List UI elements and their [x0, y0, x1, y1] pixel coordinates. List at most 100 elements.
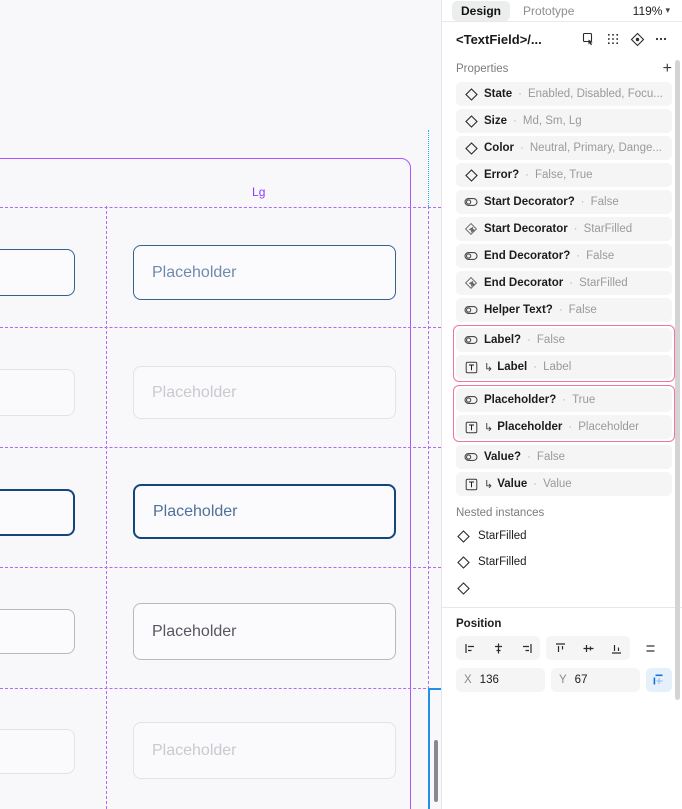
align-top-icon[interactable]	[546, 636, 574, 660]
properties-title: Properties	[456, 63, 509, 75]
variant-icon	[464, 87, 478, 101]
property-row[interactable]: Value?·False	[456, 445, 672, 469]
property-separator: ·	[580, 196, 585, 208]
property-value: False	[590, 196, 619, 208]
variant-divider	[0, 327, 441, 328]
more-options-icon[interactable]	[650, 28, 672, 50]
textfield-enabled[interactable]: Placeholder	[133, 245, 396, 300]
property-separator: ·	[533, 361, 538, 373]
nested-instance-row[interactable]	[442, 575, 682, 601]
property-row[interactable]: Start Decorator·StarFilled	[456, 217, 672, 241]
property-row[interactable]: End Decorator?·False	[456, 244, 672, 268]
align-vertical-center-icon[interactable]	[574, 636, 602, 660]
panel-scrollbar[interactable]	[675, 60, 680, 700]
property-separator: ·	[520, 142, 524, 154]
textfield-partial[interactable]	[0, 369, 75, 416]
canvas-scrollbar[interactable]	[434, 740, 438, 802]
textfield-partial[interactable]	[0, 249, 75, 296]
component-header: <TextField>/...	[442, 22, 682, 56]
property-separator: ·	[569, 277, 574, 289]
variant-divider	[0, 688, 441, 689]
variant-divider	[0, 447, 441, 448]
variant-icon	[464, 114, 478, 128]
component-diamond-icon	[456, 529, 470, 543]
zoom-control[interactable]: 119% ▾	[633, 4, 672, 18]
textfield-partial[interactable]	[0, 489, 75, 536]
variant-frame[interactable]	[0, 158, 411, 809]
variant-size-label: Lg	[252, 185, 266, 199]
property-separator: ·	[558, 304, 563, 316]
textfield-partial[interactable]	[0, 729, 75, 774]
textfield-placeholder-text: Placeholder	[152, 383, 237, 401]
component-name: <TextField>/...	[456, 31, 542, 47]
property-row[interactable]: Placeholder?·True	[456, 388, 672, 412]
position-title: Position	[456, 618, 502, 630]
textfield-disabled[interactable]: Placeholder	[133, 366, 396, 419]
property-separator: ·	[562, 394, 567, 406]
property-name: Value	[497, 478, 528, 490]
property-value: False, True	[535, 169, 593, 181]
boolean-icon	[464, 450, 478, 464]
vertical-align-group	[546, 636, 630, 660]
tab-prototype[interactable]: Prototype	[523, 3, 575, 18]
variant-divider	[428, 206, 429, 809]
property-value: Placeholder	[578, 421, 639, 433]
align-horizontal-center-icon[interactable]	[484, 636, 512, 660]
property-separator: ·	[525, 169, 529, 181]
align-bottom-icon[interactable]	[602, 636, 630, 660]
y-position-input[interactable]: Y 67	[551, 668, 640, 692]
property-name: Start Decorator?	[484, 196, 575, 208]
property-separator: ·	[533, 478, 538, 490]
property-value: True	[572, 394, 596, 406]
tab-design[interactable]: Design	[452, 0, 511, 21]
instance-icon	[464, 222, 478, 236]
position-fields: X 136 Y 67	[442, 660, 682, 692]
distribute-icon[interactable]	[636, 636, 664, 660]
component-diamond-icon	[456, 555, 470, 569]
y-label: Y	[559, 674, 567, 686]
textfield-partial[interactable]	[0, 609, 75, 654]
nested-arrow-icon: ↳	[484, 421, 494, 434]
textfield-neutral[interactable]: Placeholder	[133, 603, 396, 660]
align-left-icon[interactable]	[456, 636, 484, 660]
property-separator: ·	[518, 88, 522, 100]
property-row[interactable]: ↳Label·Label	[456, 355, 672, 379]
align-right-icon[interactable]	[512, 636, 540, 660]
property-row[interactable]: Helper Text?·False	[456, 298, 672, 322]
highlighted-property-group: Label? · False ↳Label·Label	[453, 325, 675, 382]
property-name: Color	[484, 142, 515, 154]
constraints-icon[interactable]	[646, 668, 672, 692]
design-canvas[interactable]: Lg Placeholder Placeholder Placeholder P…	[0, 0, 441, 809]
property-value: False	[536, 334, 566, 346]
nested-instance-row[interactable]: StarFilled	[442, 549, 682, 575]
property-row[interactable]: ↳Placeholder·Placeholder	[456, 415, 672, 439]
property-row[interactable]: Size·Md, Sm, Lg	[456, 109, 672, 133]
textfield-focused[interactable]: Placeholder	[133, 484, 396, 539]
boolean-icon	[464, 195, 478, 209]
property-name: State	[484, 88, 513, 100]
property-separator: ·	[527, 334, 531, 346]
nested-instance-label: StarFilled	[478, 556, 527, 568]
textfield-placeholder-text: Placeholder	[152, 263, 237, 281]
property-name: End Decorator	[484, 277, 564, 289]
text-icon	[464, 360, 478, 374]
selection-edge	[428, 688, 430, 809]
add-property-button[interactable]: +	[662, 60, 672, 77]
variant-diamond-icon[interactable]	[626, 28, 648, 50]
property-row[interactable]: State·Enabled, Disabled, Focu...	[456, 82, 672, 106]
nested-instance-row[interactable]: StarFilled	[442, 523, 682, 549]
property-row[interactable]: End Decorator·StarFilled	[456, 271, 672, 295]
properties-section-header: Properties +	[442, 56, 682, 82]
property-row[interactable]: Color·Neutral, Primary, Dange...	[456, 136, 672, 160]
property-row[interactable]: ↳Value·Value	[456, 472, 672, 496]
component-grid-icon[interactable]	[602, 28, 624, 50]
textfield-disabled-2[interactable]: Placeholder	[133, 722, 396, 779]
property-name: Label?	[484, 334, 522, 346]
swap-instance-icon[interactable]	[578, 28, 600, 50]
property-row[interactable]: Error?·False, True	[456, 163, 672, 187]
property-row[interactable]: Start Decorator? · False	[456, 190, 672, 214]
x-position-input[interactable]: X 136	[456, 668, 545, 692]
property-value: False	[568, 304, 597, 316]
property-row[interactable]: Label? · False	[456, 328, 672, 352]
